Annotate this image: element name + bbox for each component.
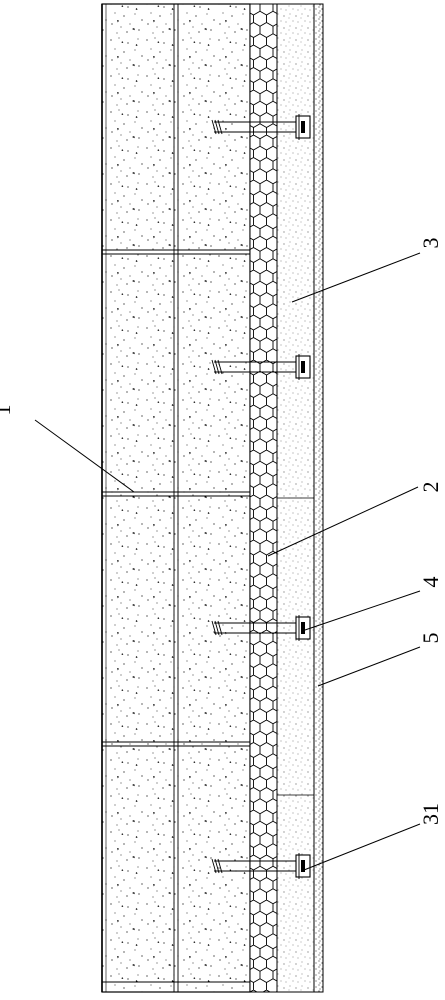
panel-joints: [102, 249, 250, 983]
callout-label-1: 1: [0, 405, 15, 416]
connector-4: [211, 853, 311, 879]
connector-1: [211, 114, 311, 140]
leader-2: [267, 486, 419, 557]
finish-layer: [313, 3, 324, 993]
callout-label-4: 4: [418, 577, 443, 588]
concrete-panel-layer: [101, 3, 251, 993]
callout-label-3: 3: [418, 238, 443, 249]
callout-label-31: 31: [418, 803, 443, 825]
connector-3: [211, 615, 311, 641]
leader-4: [301, 590, 421, 632]
outer-leaf-layer: [276, 3, 315, 993]
callout-label-5: 5: [418, 633, 443, 644]
connector-2: [211, 354, 311, 380]
insulation-layer: [249, 3, 278, 993]
leader-lines: [34, 252, 421, 871]
leader-5: [317, 646, 421, 687]
leader-31: [303, 823, 421, 871]
leader-1: [34, 419, 135, 493]
callout-label-2: 2: [418, 482, 443, 493]
leader-3: [291, 252, 421, 303]
